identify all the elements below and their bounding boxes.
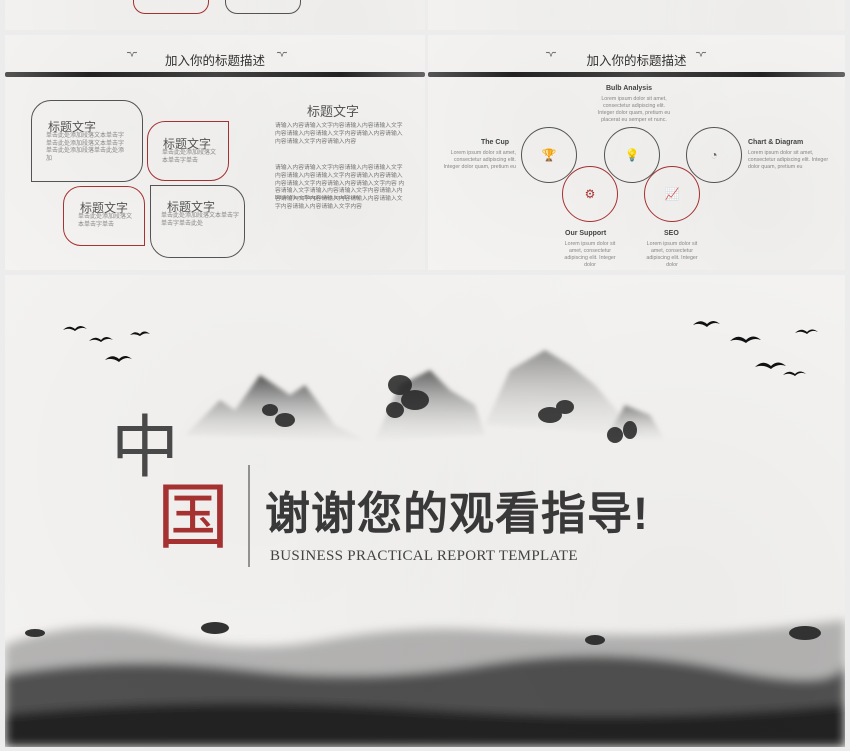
- url-text: https://liangliangtuwen.tmall.com: [275, 195, 359, 201]
- content-shape-1: 标题文字 单击此处添加段落文本单击字单击此处添加段落文本单击字单击此处添加段落单…: [31, 100, 143, 182]
- pie-chart-icon: ◔: [710, 148, 718, 162]
- item-desc: Lorem ipsum dolor sit amet, consectetur …: [597, 96, 671, 123]
- bird-icon: ˜ᵛ˜: [546, 51, 556, 62]
- item-desc: Lorem ipsum dolor sit amet, consectetur …: [748, 150, 829, 170]
- ink-landscape-illustration: [5, 321, 845, 747]
- item-desc: Lorem ipsum dolor sit amet, consectetur …: [564, 241, 616, 268]
- circle-chart: ◔: [686, 127, 742, 183]
- content-shape-4: 标题文字 单击此处添加段落文本单击字单击字单击此处: [150, 185, 245, 258]
- support-icon: ⚙: [584, 187, 596, 201]
- shape-title: 标题文字: [167, 200, 216, 214]
- rounded-shape-partial: [133, 0, 209, 14]
- bird-icon: ˜ᵛ˜: [277, 51, 287, 62]
- slide-main-thanks[interactable]: 中 国 谢谢您的观看指导! BUSINESS PRACTICAL REPORT …: [5, 275, 845, 747]
- thanks-headline: 谢谢您的观看指导!: [265, 488, 649, 539]
- item-label: Chart & Diagram: [748, 139, 804, 146]
- shape-title: 标题文字: [163, 137, 212, 151]
- item-label: Our Support: [565, 230, 607, 237]
- slide-thumbnail-circles[interactable]: ˜ᵛ˜ 加入你的标题描述 ˜ᵛ˜ Bulb Analysis Lorem ips…: [428, 35, 845, 270]
- item-label: Bulb Analysis: [606, 85, 653, 92]
- big-char-guo: 国: [157, 475, 230, 559]
- item-desc: Lorem ipsum dolor sit amet, consectetur …: [443, 150, 516, 170]
- slide-thumbnail-shapes[interactable]: ˜ᵛ˜ 加入你的标题描述 ˜ᵛ˜ 标题文字 单击此处添加段落文本单击字单击此处添…: [5, 35, 425, 270]
- bird-icon: ˜ᵛ˜: [127, 51, 137, 62]
- template-subtitle: BUSINESS PRACTICAL REPORT TEMPLATE: [270, 548, 578, 564]
- big-char-zhong: 中: [111, 409, 180, 488]
- brush-divider: [428, 72, 845, 77]
- shape-desc: 单击此处添加段落文本单击字单击此处添加段落文本单击字单击此处添加段落单击此处添加: [46, 133, 125, 162]
- shape-desc: 单击此处添加段落文本单击字单击: [78, 214, 133, 228]
- item-label: The Cup: [481, 139, 509, 146]
- shape-title: 标题文字: [48, 120, 97, 134]
- brush-divider: [5, 72, 425, 77]
- circle-support: ⚙: [562, 166, 618, 222]
- paragraph-2: 请输入内容请输入文字内容请输入内容请输入文字内容请输入内容请输入文字内容请输入内…: [275, 165, 405, 211]
- section-title: 标题文字: [307, 104, 360, 119]
- paragraph-1: 请输入内容请输入文字内容请输入内容请输入文字内容请输入内容请输入文字内容请输入内…: [275, 123, 403, 145]
- trophy-icon: 🏆: [541, 148, 557, 162]
- circle-seo: 📈: [644, 166, 700, 222]
- slide-thumbnail-top-left[interactable]: [5, 0, 425, 30]
- bulb-icon: 💡: [624, 148, 640, 162]
- content-shape-3: 标题文字 单击此处添加段落文本单击字单击: [63, 186, 145, 246]
- shape-desc: 单击此处添加段落文本单击字单击字单击此处: [161, 213, 240, 227]
- seo-chart-icon: 📈: [664, 187, 680, 201]
- circle-bulb: 💡: [604, 127, 660, 183]
- circle-cup: 🏆: [521, 127, 577, 183]
- shape-title: 标题文字: [80, 201, 129, 215]
- slide-header-title: 加入你的标题描述: [164, 54, 265, 68]
- slide-thumbnail-top-right[interactable]: [428, 0, 845, 30]
- item-desc: Lorem ipsum dolor sit amet, consectetur …: [646, 241, 698, 268]
- slide-header-title: 加入你的标题描述: [586, 54, 687, 68]
- rounded-shape-partial: [225, 0, 301, 14]
- bird-icon: ˜ᵛ˜: [696, 51, 706, 62]
- shape-desc: 单击此处添加段落文本单击字单击: [162, 150, 217, 164]
- content-shape-2: 标题文字 单击此处添加段落文本单击字单击: [147, 121, 229, 181]
- item-label: SEO: [664, 230, 679, 237]
